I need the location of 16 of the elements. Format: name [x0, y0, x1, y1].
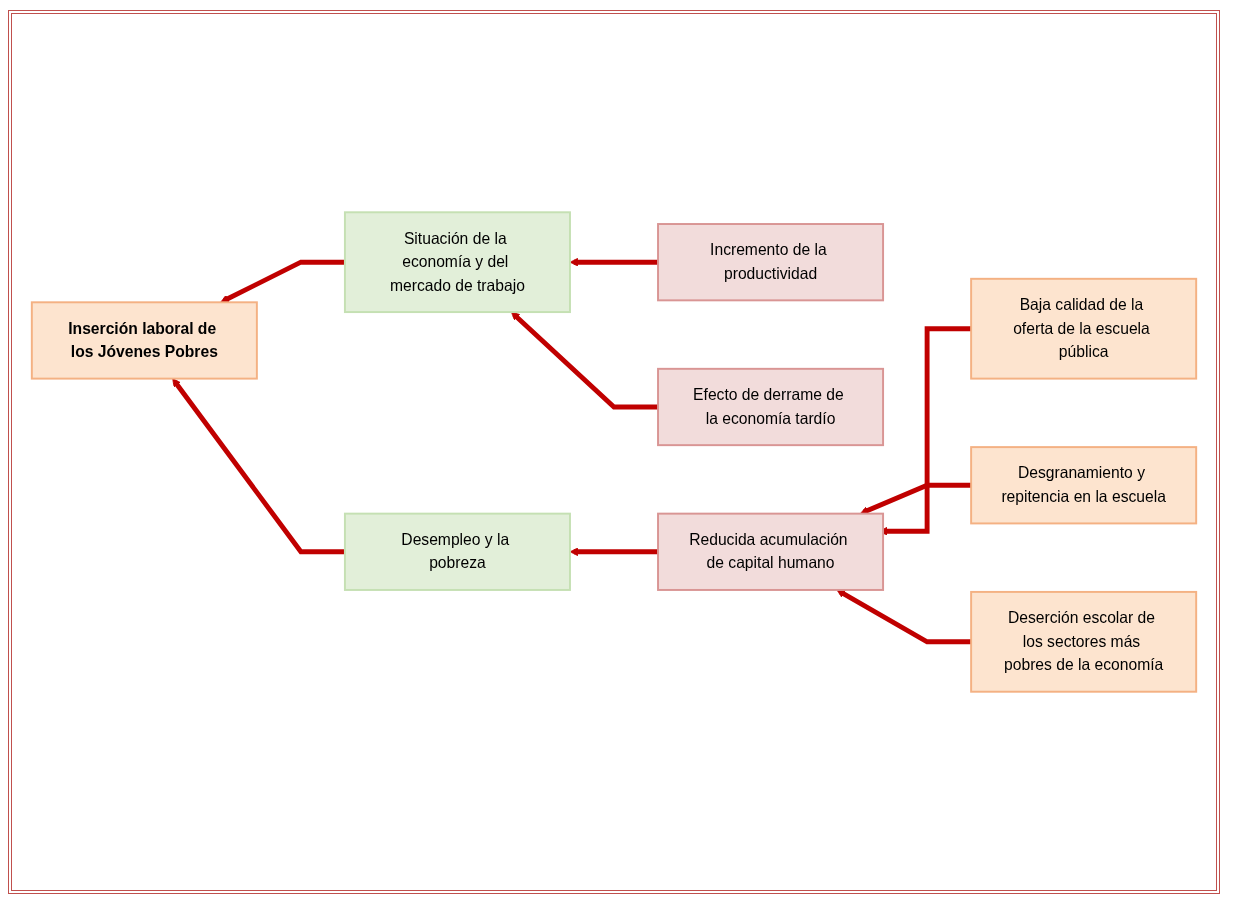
- arrow: [836, 589, 972, 645]
- arrow: [172, 378, 345, 555]
- node-box: Baja calidad de la oferta de la escuela pública: [970, 277, 1198, 380]
- arrow: [511, 311, 659, 410]
- arrow: [569, 257, 659, 267]
- node-box: Inserción laboral de los Jóvenes Pobres: [30, 301, 258, 380]
- node-box: Reducida acumulación de capital humano: [657, 512, 885, 591]
- node-box: Incremento de la productividad: [657, 223, 885, 302]
- node-box: Desgranamiento y repitencia en la escuela: [970, 446, 1198, 525]
- arrow: [859, 482, 972, 515]
- node-box: Efecto de derrame de la economía tardío: [657, 367, 885, 447]
- arrow: [220, 259, 345, 303]
- arrow: [569, 547, 659, 557]
- node-box: Situación de la economía y del mercado de trabajo: [343, 211, 571, 314]
- node-box: Deserción escolar de los sectores más pobres de la economía: [970, 590, 1198, 693]
- node-box: Desempleo y la pobreza: [343, 512, 571, 591]
